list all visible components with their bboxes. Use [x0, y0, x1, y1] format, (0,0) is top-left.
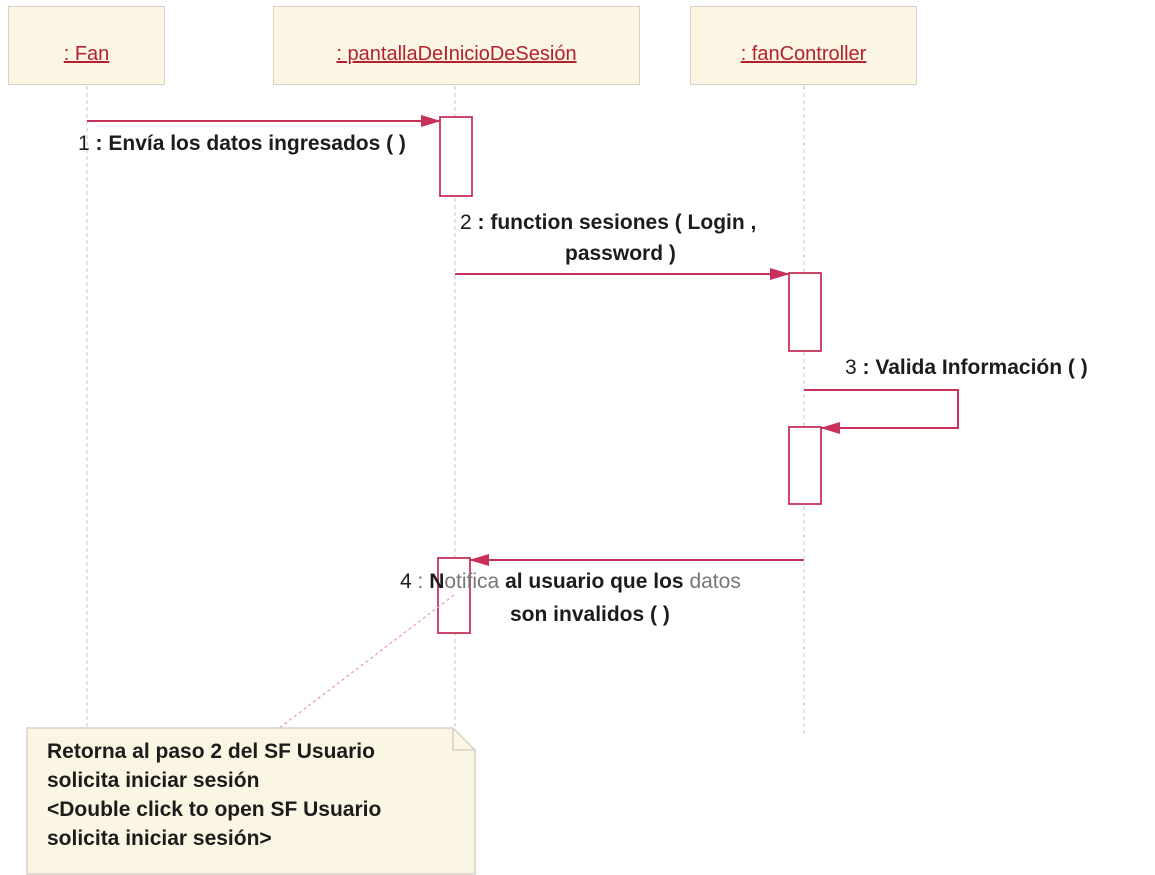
- message-text: password ): [565, 242, 676, 265]
- message-text: son invalidos ( ): [510, 603, 670, 626]
- message-number: 4: [400, 570, 412, 593]
- note-fold: [452, 728, 475, 751]
- lifeline-pantalla-label: : pantallaDeInicioDeSesión: [336, 43, 577, 65]
- lifeline-pantalla-box[interactable]: : pantallaDeInicioDeSesión: [273, 6, 640, 85]
- note-anchor-line: [277, 594, 455, 730]
- lifeline-fan-label: : Fan: [63, 43, 110, 65]
- note-shape[interactable]: [26, 727, 476, 875]
- message-label-2-line2[interactable]: password ): [565, 239, 676, 269]
- message-part2: al usuario que los: [499, 570, 690, 593]
- lifeline-fan-box[interactable]: : Fan: [8, 6, 165, 85]
- activation-box-pantalla-1[interactable]: [439, 116, 473, 197]
- message-part3: datos: [689, 570, 741, 593]
- message-label-4[interactable]: 4 : Notifica al usuario que los datos: [400, 567, 741, 597]
- lifeline-controller-box[interactable]: : fanController: [690, 6, 917, 85]
- message-label-4-line2[interactable]: son invalidos ( ): [510, 600, 670, 630]
- message-part1: otifica: [444, 570, 500, 593]
- message-text: : Valida Información ( ): [862, 356, 1088, 379]
- message-label-3[interactable]: 3 : Valida Información ( ): [845, 353, 1088, 383]
- message-prefix: :: [417, 570, 430, 593]
- activation-box-controller-2[interactable]: [788, 426, 822, 505]
- lifeline-controller-label: : fanController: [740, 43, 867, 65]
- message-label-1[interactable]: 1 : Envía los datos ingresados ( ): [78, 129, 406, 159]
- message-text: : function sesiones ( Login ,: [477, 211, 757, 234]
- message-number: 2: [460, 211, 472, 234]
- message-arrow-3[interactable]: [804, 389, 959, 434]
- message-text: : Envía los datos ingresados ( ): [95, 132, 406, 155]
- message-number: 3: [845, 356, 857, 379]
- message-label-2[interactable]: 2 : function sesiones ( Login ,: [460, 208, 756, 238]
- message-highlight: N: [429, 570, 445, 593]
- message-number: 1: [78, 132, 90, 155]
- note-text[interactable]: Retorna al paso 2 del SF Usuario solicit…: [47, 740, 382, 850]
- activation-box-controller-1[interactable]: [788, 272, 822, 352]
